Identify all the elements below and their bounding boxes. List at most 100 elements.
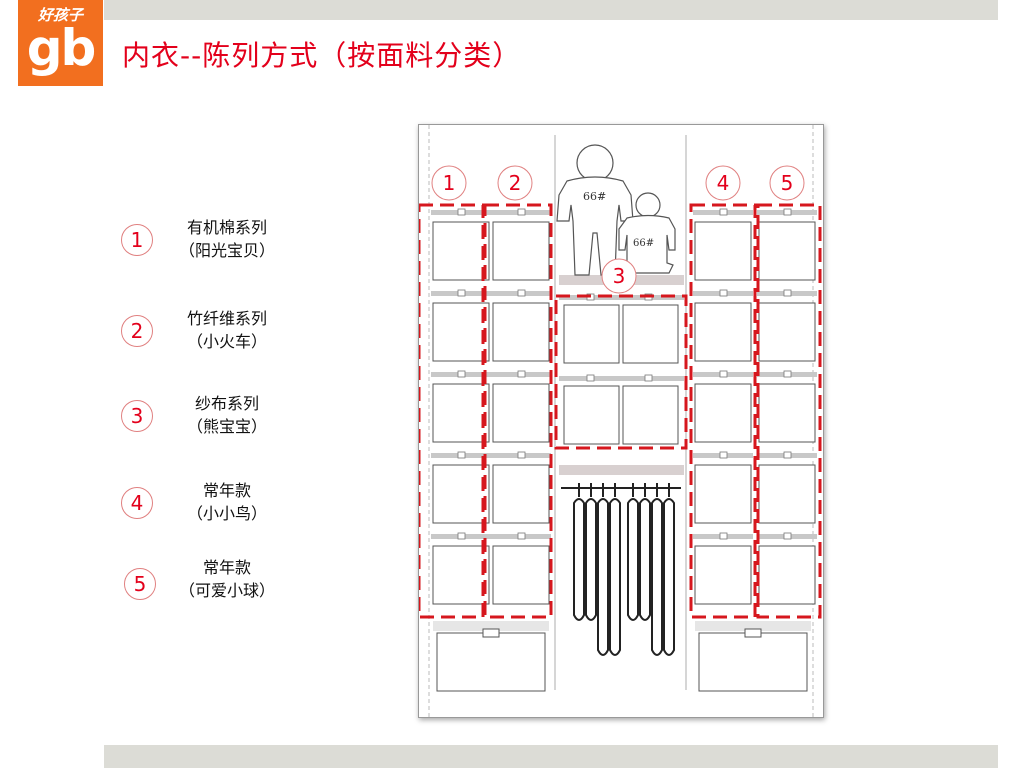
product-box — [492, 545, 550, 605]
product-box — [432, 383, 490, 443]
shelf-label-tag — [719, 289, 728, 297]
product-box — [694, 383, 752, 443]
shelf-label-tag — [517, 532, 526, 540]
drawer — [698, 632, 808, 692]
shelf-label-tag — [719, 208, 728, 216]
zone-number: 5 — [781, 171, 794, 195]
legend-number-badge: 3 — [121, 400, 153, 432]
zone-badge — [497, 165, 533, 201]
shelf-label-tag — [457, 532, 466, 540]
product-box — [694, 464, 752, 524]
product-box — [758, 221, 816, 281]
legend-series-theme: （阳光宝贝） — [178, 241, 275, 260]
shelf-label-tag — [517, 370, 526, 378]
hanging-garment — [609, 498, 621, 656]
product-box — [492, 302, 550, 362]
shelf-label-tag — [457, 451, 466, 459]
hanging-garment — [627, 498, 639, 621]
zone-number: 4 — [717, 171, 730, 195]
product-box — [694, 221, 752, 281]
shelf-label-tag — [783, 451, 792, 459]
product-box — [492, 383, 550, 443]
zone-badge — [601, 258, 637, 294]
product-box — [758, 302, 816, 362]
hanging-garment — [585, 498, 597, 621]
product-box — [432, 464, 490, 524]
logo-chinese-text: 好孩子 — [37, 6, 83, 24]
category-zones — [419, 203, 822, 619]
legend-series-theme: （可爱小球） — [178, 581, 275, 600]
shelf-label-tag — [719, 532, 728, 540]
product-box — [694, 545, 752, 605]
product-box — [492, 221, 550, 281]
drawer-top — [695, 621, 811, 631]
mannequins: 66# 66# — [556, 144, 676, 276]
hanging-garment — [639, 498, 651, 621]
shelf-rail — [559, 376, 684, 381]
drawer-handle — [482, 628, 500, 638]
zone-number: 2 — [509, 171, 522, 195]
shelf-label-tag — [517, 451, 526, 459]
zone-badge — [769, 165, 805, 201]
legend-item-2: 2 竹纤维系列 （小火车） — [118, 307, 288, 357]
legend-series-name: 有机棉系列 — [186, 218, 267, 237]
bottom-decor-bar — [104, 745, 998, 768]
drawer-top — [433, 621, 549, 631]
legend-label: 常年款 （可爱小球） — [162, 556, 292, 602]
legend-number-badge: 4 — [121, 487, 153, 519]
shelf-label-tag — [644, 374, 653, 382]
shelf-label-tag — [457, 289, 466, 297]
legend-item-4: 4 常年款 （小小鸟） — [118, 479, 288, 529]
legend-series-name: 纱布系列 — [194, 394, 259, 413]
hanging-garments — [573, 483, 675, 656]
shelf-label-tag — [517, 208, 526, 216]
product-box — [432, 302, 490, 362]
fixture-drawing: 66# 66# 1 2 3 4 5 — [419, 125, 822, 717]
shelf-label-tag — [783, 532, 792, 540]
legend-label: 常年款 （小小鸟） — [162, 479, 292, 525]
shelf-label-tag — [783, 370, 792, 378]
mannequin-large — [556, 144, 634, 276]
legend-number-badge: 2 — [121, 315, 153, 347]
hanging-garment — [597, 498, 609, 656]
legend-series-theme: （熊宝宝） — [186, 417, 267, 436]
product-box — [758, 545, 816, 605]
hanging-garment — [573, 498, 585, 621]
hanging-garment — [663, 498, 675, 656]
drawer — [436, 632, 546, 692]
shelf-label-tag — [783, 208, 792, 216]
legend-series-theme: （小小鸟） — [186, 504, 267, 523]
shelf-label-tag — [586, 374, 595, 382]
legend-series-name: 竹纤维系列 — [186, 309, 267, 328]
zone-5-outline — [756, 203, 822, 619]
brand-logo: 好孩子 gb — [18, 0, 103, 86]
logo-gb-text: gb — [26, 19, 97, 77]
product-box — [694, 302, 752, 362]
shelf-label-tag — [517, 289, 526, 297]
product-box — [432, 545, 490, 605]
mannequin-size-tag: 66# — [633, 238, 654, 249]
top-decor-bar — [104, 0, 998, 20]
zone-1-outline — [419, 203, 485, 619]
zone-badge — [705, 165, 741, 201]
zone-3-outline — [554, 294, 688, 450]
mannequin-small — [618, 192, 676, 274]
hanging-rail-header — [559, 465, 684, 475]
zone-number: 1 — [443, 171, 456, 195]
drawer-handle — [744, 628, 762, 638]
legend-number-badge: 1 — [121, 224, 153, 256]
legend-series-name: 常年款 — [202, 481, 251, 500]
product-box — [758, 464, 816, 524]
legend-number-badge: 5 — [124, 568, 156, 600]
display-fixture-diagram: 66# 66# 1 2 3 4 5 — [418, 124, 824, 718]
zone-2-outline — [483, 203, 553, 619]
legend-item-1: 1 有机棉系列 （阳光宝贝） — [118, 216, 288, 266]
legend-series-name: 常年款 — [202, 558, 251, 577]
product-box — [563, 385, 620, 445]
zone-number: 3 — [613, 264, 626, 288]
legend-label: 有机棉系列 （阳光宝贝） — [162, 216, 292, 262]
legend-item-5: 5 常年款 （可爱小球） — [118, 556, 288, 606]
slide-title: 内衣--陈列方式（按面料分类） — [122, 39, 522, 72]
shelf-label-tag — [783, 289, 792, 297]
legend-series-theme: （小火车） — [186, 332, 267, 351]
